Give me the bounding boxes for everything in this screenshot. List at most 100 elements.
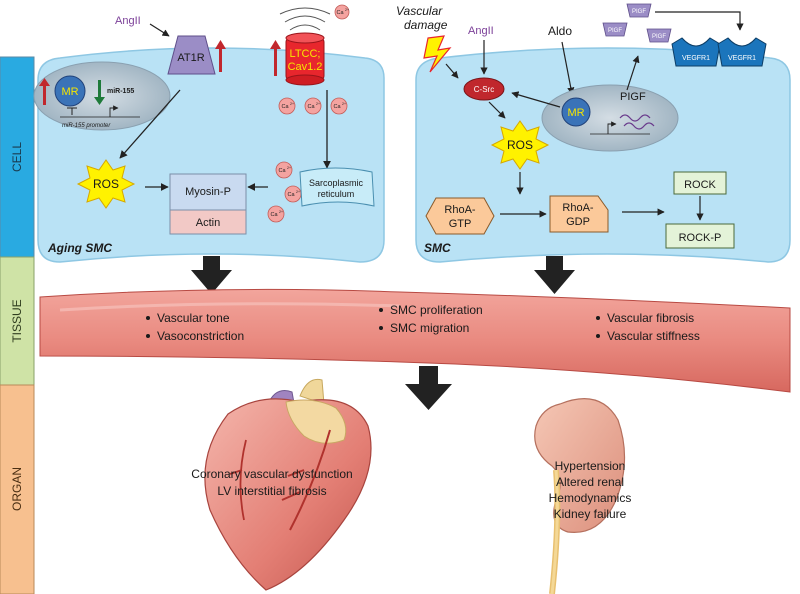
c-src-node (463, 77, 505, 101)
tissue-left-list: Vascular tone Vasoconstriction (146, 311, 244, 343)
svg-text:2+: 2+ (279, 210, 283, 214)
vascular-damage-text-2: damage (404, 18, 448, 32)
pigf-nuclear-text: PIGF (620, 91, 646, 103)
ltcc-channel (279, 7, 331, 86)
smc-title: SMC (424, 241, 451, 255)
svg-text:Ca: Ca (336, 10, 344, 16)
side-label-organ-text: ORGAN (10, 467, 24, 511)
actin-box (169, 209, 247, 235)
blood-vessel (39, 288, 791, 393)
actin-text: Actin (196, 217, 220, 229)
kidney-outcome-1: Hypertension (555, 459, 626, 473)
rhoa-gdp-text-2: GDP (566, 216, 590, 228)
svg-text:Ca: Ca (270, 212, 278, 218)
mir155-down-bar (98, 80, 101, 100)
lightning-bolt-icon (423, 35, 452, 73)
side-label-cell: CELL (0, 56, 35, 258)
rock-p-box (665, 223, 735, 249)
side-label-tissue-text: TISSUE (10, 299, 24, 342)
ros-burst-left (76, 159, 136, 209)
tissue-middle-list: SMC proliferation SMC migration (379, 303, 483, 335)
svg-text:PIGF: PIGF (608, 28, 622, 34)
mr-smc-text: MR (567, 107, 584, 119)
angII-right: AngII (468, 25, 494, 37)
rock-p-text: ROCK-P (679, 232, 722, 244)
svg-text:2+: 2+ (342, 102, 346, 106)
rhoa-gtp-text-2: GTP (449, 218, 472, 230)
at1r-text: AT1R (177, 52, 204, 64)
mr-circle-smc (561, 97, 591, 127)
rock-box (673, 171, 727, 195)
tissue-middle-item: SMC proliferation (390, 303, 483, 317)
angII-left: AngII (115, 15, 141, 27)
at1r-receptor (167, 35, 216, 75)
side-label-organ: ORGAN (0, 384, 35, 594)
rhoa-gdp-text-1: RhoA- (562, 202, 594, 214)
svg-text:Ca: Ca (281, 104, 289, 110)
vascular-damage-text-1: Vascular (396, 4, 443, 18)
svg-text:2+: 2+ (345, 8, 349, 12)
tissue-right-item: Vascular fibrosis (607, 311, 694, 325)
smc-cell (415, 47, 791, 263)
kidney-illustration (534, 398, 626, 594)
mr-aging-text: MR (61, 86, 78, 98)
pigf-protein: PIGF (626, 3, 652, 18)
heart-outcome-1: Coronary vascular dysfunction (191, 467, 352, 481)
pigf-protein: PIGF (602, 22, 628, 37)
rhoa-gtp-text-1: RhoA- (444, 204, 476, 216)
tissue-left-item: Vascular tone (157, 311, 230, 325)
svg-text:2+: 2+ (316, 102, 320, 106)
sarcoplasmic-reticulum (299, 167, 375, 207)
myosin-p-text: Myosin-P (185, 186, 231, 198)
ros-left-text: ROS (93, 177, 119, 191)
ltcc-text-2: Cav1.2 (288, 61, 323, 73)
tissue-left-item: Vasoconstriction (157, 329, 244, 343)
aging-nucleus (33, 61, 171, 131)
svg-text:PIGF: PIGF (632, 9, 646, 15)
heart-outcome-2: LV interstitial fibrosis (217, 484, 326, 498)
smc-nucleus (541, 84, 679, 152)
down-arrow-right (534, 256, 575, 294)
side-label-tissue: TISSUE (0, 256, 35, 386)
tissue-middle-item: SMC migration (390, 321, 469, 335)
myosin-p-box (169, 173, 247, 211)
mr-circle-aging (54, 75, 86, 107)
rhoa-gdp-node (549, 195, 609, 233)
svg-text:Ca: Ca (287, 192, 295, 198)
down-arrow-organ (405, 366, 452, 410)
kidney-outcome-4: Kidney failure (554, 507, 627, 521)
svg-text:2+: 2+ (290, 102, 294, 106)
ros-burst-right (490, 120, 550, 170)
ltcc-text-1: LTCC; (290, 48, 321, 60)
svg-text:PIGF: PIGF (652, 34, 666, 40)
tissue-right-item: Vascular stiffness (607, 329, 700, 343)
down-arrow-left (191, 256, 232, 294)
kidney-outcome-3: Hemodynamics (549, 491, 632, 505)
heart-illustration (204, 378, 372, 591)
svg-text:Ca: Ca (333, 104, 341, 110)
vegfr1-receptor (671, 37, 721, 67)
sr-text-1: Sarcoplasmic (309, 178, 364, 188)
side-label-cell-text: CELL (10, 142, 24, 172)
aldo-text: Aldo (548, 24, 572, 38)
vegfr1-receptor (717, 37, 767, 67)
pigf-protein: PIGF (646, 28, 672, 43)
rhoa-gtp-node (425, 197, 495, 235)
aging-smc-title: Aging SMC (47, 241, 112, 255)
svg-text:2+: 2+ (287, 166, 291, 170)
rock-text: ROCK (684, 179, 716, 191)
c-src-text: C-Src (474, 85, 494, 94)
svg-text:2+: 2+ (296, 190, 300, 194)
mir155-promoter-text: miR-155 promoter (62, 123, 111, 129)
kidney-outcome-2: Altered renal (556, 475, 624, 489)
tissue-right-list: Vascular fibrosis Vascular stiffness (596, 311, 700, 343)
ros-right-text: ROS (507, 138, 533, 152)
